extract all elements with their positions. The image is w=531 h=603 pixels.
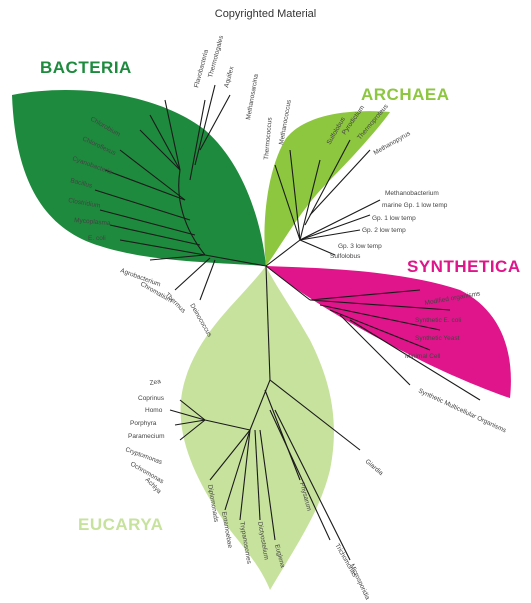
leaf-label: Homo (145, 407, 163, 414)
leaf-label: Zea (149, 378, 162, 387)
leaf-label: Porphyra (130, 420, 157, 427)
eucarya-petal (181, 266, 334, 590)
leaf-label: Thermotogales (207, 34, 225, 78)
leaf-label: Coprinus (138, 395, 165, 402)
leaf-label: Aquifex (223, 65, 236, 88)
leaf-label: Minimal Cell (405, 353, 441, 360)
archaea-label: ARCHAEA (361, 85, 450, 104)
leaf-label: Thermus (164, 291, 188, 315)
leaf-label: Gp. 3 low temp (338, 243, 382, 250)
bacteria-petal (12, 90, 266, 266)
eucarya-label: EUCARYA (78, 515, 163, 534)
leaf-label: Microsporidia (348, 563, 371, 601)
leaf-label: Synthetic Yeast (415, 335, 460, 342)
leaf-label: E. coli (88, 235, 106, 242)
leaf-label: Synthetic Multicellular Organisms (417, 387, 508, 434)
leaf-label: Synthetic E. coli (415, 317, 461, 324)
synthetica-label: SYNTHETICA (407, 257, 521, 276)
leaf-label: Giardia (364, 458, 385, 477)
leaf-label: Sulfolobus (330, 253, 361, 260)
leaf-label: Methanosarcina (245, 73, 260, 120)
leaf-label: Flavobacteria (193, 49, 210, 89)
leaf-label: Thermococcus (263, 116, 274, 160)
leaf-label: Methanopyrus (373, 130, 413, 157)
leaf-label: Gp. 1 low temp (372, 215, 416, 222)
leaf-label: Methanobacterium (385, 190, 439, 197)
bacteria-label: BACTERIA (40, 58, 132, 77)
leaf-label: Gp. 2 low temp (362, 227, 406, 234)
leaf-label: Deinococcus (188, 303, 213, 339)
leaf-label: Paramecium (128, 433, 164, 440)
leaf-label: marine Gp. 1 low temp (382, 202, 448, 209)
